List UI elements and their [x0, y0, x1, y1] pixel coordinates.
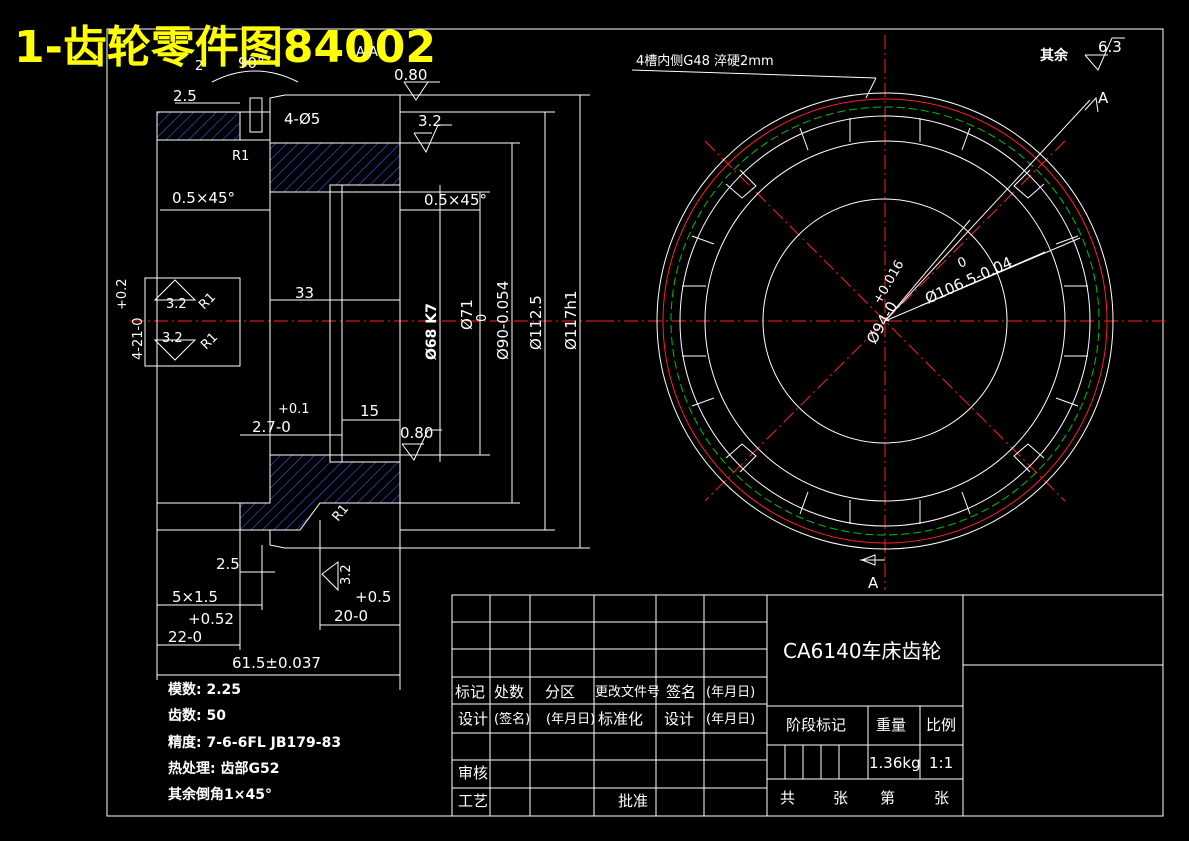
dim-phi106-tol: 0 — [956, 255, 970, 272]
dim-phi68: Ø68 K7 — [424, 303, 440, 360]
tb-process: 工艺 — [458, 792, 488, 810]
spec-precision: 精度: 7-6-6FL JB179-83 — [168, 734, 341, 751]
front-view: 4槽内侧G48 淬硬2mm Ø94-0 +0.016 Ø106.5-0.04 0… — [600, 35, 1165, 592]
part-name: CA6140车床齿轮 — [783, 639, 942, 663]
dim-phi106: Ø106.5-0.04 — [922, 253, 1015, 307]
dim-phi112: Ø112.5 — [527, 295, 545, 350]
dim-2-5-bot: 2.5 — [216, 555, 240, 573]
dim-33: 33 — [295, 284, 314, 302]
tb-row1-c6: (年月日) — [706, 685, 755, 700]
section-view: 1-齿轮零件图84002 90° 2 2.5 4-Ø5 R1 0.5×45° 0… — [14, 22, 1125, 690]
section-mark-top: A — [1098, 89, 1109, 107]
section-label: A-A — [356, 45, 378, 60]
dim-phi94-tol: +0.016 — [870, 258, 907, 307]
dim-r1-a: R1 — [232, 149, 249, 164]
dim-22: 22-0 — [168, 628, 202, 646]
tb-approve: 批准 — [618, 792, 648, 810]
tb-row1-c4: 更改文件号 — [595, 685, 660, 700]
tb-stage: 阶段标记 — [786, 716, 846, 734]
tb-row2-c2: (签名) — [494, 711, 530, 727]
rough-32-a: 3.2 — [166, 297, 187, 312]
dim-05x45-right: 0.5×45° — [424, 191, 487, 209]
tb-row1-c2: 处数 — [494, 683, 524, 701]
tb-scale: 比例 — [926, 716, 956, 734]
hatch-top-rim — [156, 111, 241, 141]
tb-row1-c1: 标记 — [455, 683, 485, 701]
tb-row2-c3: (年月日) — [546, 712, 595, 727]
section-mark-bottom: A — [868, 574, 879, 592]
tb-row2-c1: 设计 — [458, 710, 488, 728]
dim-r1-b: R1 — [196, 290, 219, 313]
tb-row2-c5: 设计 — [664, 710, 694, 728]
hatch-bottom-web — [239, 454, 401, 531]
dim-4-phi5: 4-Ø5 — [284, 110, 320, 128]
rough-32-b: 3.2 — [162, 331, 183, 346]
dim-r1-d: R1 — [330, 502, 353, 525]
spec-chamfer: 其余倒角1×45° — [168, 786, 272, 803]
title-block: CA6140车床齿轮 标记 处数 分区 更改文件号 签名 (年月日) 设计 (签… — [451, 594, 1164, 817]
specifications: 模数: 2.25 齿数: 50 精度: 7-6-6FL JB179-83 热处理… — [168, 681, 341, 803]
dim-2: 2 — [195, 59, 203, 74]
dim-2-7: 2.7-0 — [252, 418, 291, 436]
spec-module: 模数: 2.25 — [168, 681, 241, 698]
spec-teeth: 齿数: 50 — [168, 707, 226, 724]
rough-080-mid: 0.80 — [400, 424, 433, 442]
dim-90deg: 90° — [238, 54, 265, 72]
spec-heat: 热处理: 齿部G52 — [168, 760, 279, 777]
slot-note: 4槽内侧G48 淬硬2mm — [636, 53, 774, 69]
dim-2-5-top: 2.5 — [173, 87, 197, 105]
tb-review: 审核 — [458, 764, 488, 782]
dim-r1-c: R1 — [198, 330, 221, 353]
dim-phi117: Ø117h1 — [562, 291, 580, 351]
tb-total: 共 — [780, 789, 795, 807]
tb-sheets2: 张 — [934, 789, 949, 807]
dim-4-21-tol: +0.2 — [115, 278, 130, 310]
dim-20-tol: +0.5 — [355, 588, 391, 606]
tb-row2-c6: (年月日) — [706, 712, 755, 727]
tb-weight-val: 1.36kg — [869, 754, 921, 772]
tb-row1-c3: 分区 — [545, 683, 575, 701]
rough-080-top: 0.80 — [394, 66, 427, 84]
dim-05x45-left: 0.5×45° — [172, 189, 235, 207]
dim-4-21: 4-21-0 — [131, 318, 146, 360]
rough-32-vert: 3.2 — [339, 564, 354, 585]
dim-phi71-tol: 0 — [475, 314, 490, 322]
tb-row1-c5: 签名 — [666, 683, 696, 701]
dim-5x1-5: 5×1.5 — [172, 588, 218, 606]
rest-label: 其余 — [1040, 47, 1069, 64]
rough-32-top: 3.2 — [418, 112, 442, 130]
tb-sheets1: 张 — [833, 789, 848, 807]
tb-row2-c4: 标准化 — [598, 710, 643, 728]
hatch-top-web — [269, 142, 401, 193]
drawing-title: 1-齿轮零件图84002 — [14, 22, 436, 73]
dim-phi90: Ø90-0.054 — [494, 281, 512, 360]
dim-20: 20-0 — [334, 607, 368, 625]
dim-2-7-tol: +0.1 — [278, 402, 310, 417]
tb-scale-val: 1:1 — [929, 754, 953, 772]
tb-weight: 重量 — [876, 716, 906, 734]
tb-no: 第 — [880, 789, 895, 807]
dim-61-5: 61.5±0.037 — [232, 654, 321, 672]
dim-15: 15 — [360, 402, 379, 420]
rest-roughness: 6.3 — [1098, 38, 1122, 56]
dim-phi71: Ø71 — [458, 299, 476, 330]
dim-22-tol: +0.52 — [188, 610, 234, 628]
